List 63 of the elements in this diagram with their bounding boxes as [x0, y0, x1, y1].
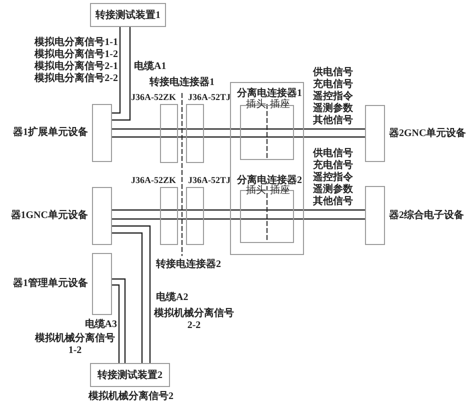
cable-line — [204, 218, 240, 220]
cable-line — [112, 209, 160, 211]
device-label: 转接测试装置2 — [96, 370, 164, 382]
connector-title: 分离电连接器1 — [237, 88, 299, 99]
cable-line — [178, 209, 186, 211]
connector-model: J36A-52ZK — [131, 174, 176, 186]
connector-model: J36A-52TJ — [188, 91, 230, 103]
connector-box — [230, 82, 304, 255]
cable-line — [112, 27, 121, 114]
signal-label: 其他信号 — [313, 115, 353, 127]
cable-line — [112, 278, 126, 363]
cable-label: 电缆A3 — [84, 319, 117, 331]
signal-label: 供电信号 — [313, 148, 353, 159]
cable-line — [294, 209, 365, 211]
cable-line — [294, 218, 365, 220]
device-label: 器2GNC单元设备 — [389, 128, 466, 140]
cable-line — [112, 128, 160, 130]
cable-line — [112, 27, 131, 121]
pin-side-label: 插座 — [270, 186, 290, 196]
cable-line — [294, 128, 365, 130]
cable-line — [178, 128, 186, 130]
cable-line — [294, 136, 365, 138]
signal-label: 遥测参数 — [313, 103, 353, 114]
cable-line — [112, 136, 160, 138]
signal-label: 遥测参数 — [313, 184, 353, 196]
signal-label: 充电信号 — [313, 160, 353, 171]
device-label: 器2综合电子设备 — [389, 210, 464, 222]
connector-title: 转接电连接器2 — [156, 259, 221, 271]
device-caption: 模拟机械分离信号2 — [87, 391, 174, 402]
cable-line — [112, 225, 151, 363]
signal-label: 模拟电分离信号1-2 — [34, 49, 118, 60]
device-label: 器1扩展单元设备 — [13, 127, 88, 139]
connector-model: J36A-52TJ — [188, 174, 230, 186]
cable-line — [178, 218, 186, 220]
connector-model: J36A-52ZK — [131, 91, 176, 103]
cable-label: 电缆A2 — [156, 292, 188, 304]
signal-label: 遥控指令 — [313, 91, 353, 102]
signal-label: 模拟电分离信号2-1 — [34, 61, 118, 72]
connector-title: 分离电连接器2 — [237, 175, 299, 186]
cable-line — [204, 128, 240, 130]
pin-side-label: 插头 — [246, 100, 266, 110]
connector-title: 转接电连接器1 — [148, 77, 216, 89]
cable-line — [204, 209, 240, 211]
pin-side-label: 插头 — [246, 186, 266, 196]
cable-line — [112, 284, 120, 363]
device-label: 转接测试装置1 — [94, 10, 162, 22]
signal-label: 模拟机械分离信号2-2 — [152, 308, 235, 332]
signal-label: 其他信号 — [313, 196, 353, 208]
signal-label: 模拟电分离信号2-2 — [34, 73, 118, 85]
signal-label: 遥控指令 — [313, 172, 353, 183]
signal-label: 供电信号 — [313, 67, 353, 78]
cable-line — [112, 218, 160, 220]
cable-label: 电缆A1 — [134, 61, 166, 73]
cable-line — [204, 136, 240, 138]
signal-label: 模拟电分离信号1-1 — [34, 37, 118, 48]
device-label: 器1管理单元设备 — [13, 278, 88, 290]
device-label: 器1GNC单元设备 — [10, 210, 88, 222]
cable-line — [112, 232, 143, 363]
pin-side-label: 插座 — [270, 100, 290, 110]
signal-label: 模拟机械分离信号1-2 — [34, 333, 116, 357]
test-device-box — [90, 3, 166, 27]
cable-line — [178, 136, 186, 138]
signal-label: 充电信号 — [313, 79, 353, 90]
